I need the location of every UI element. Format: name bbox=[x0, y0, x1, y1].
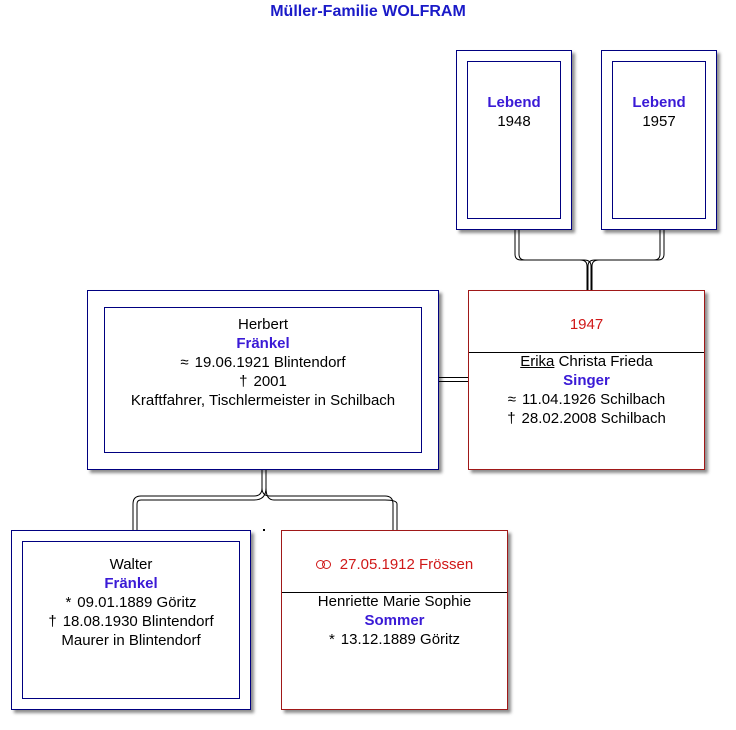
parents-connector bbox=[132, 470, 398, 532]
father-box[interactable]: Herbert Fränkel ≈19.06.1921 Blintendorf … bbox=[87, 290, 439, 470]
grandmother-surname: Sommer bbox=[364, 612, 425, 629]
mother-marriage-year: 1947 bbox=[569, 316, 604, 333]
child-status: Lebend bbox=[487, 94, 541, 111]
grandmother-given-names: Henriette Marie Sophie bbox=[317, 593, 472, 610]
child-box-inner bbox=[467, 61, 561, 219]
death-icon: † bbox=[507, 410, 516, 427]
death-icon: † bbox=[48, 613, 57, 630]
birth-icon: * bbox=[328, 631, 335, 648]
divider bbox=[282, 592, 507, 593]
child-box-1948[interactable]: Lebend 1948 bbox=[456, 50, 572, 230]
marriage-connector-parents bbox=[438, 377, 470, 382]
baptism-icon: ≈ bbox=[180, 354, 189, 371]
child-box-inner bbox=[612, 61, 706, 219]
father-given-name: Herbert bbox=[237, 316, 289, 333]
children-connector bbox=[514, 230, 665, 292]
grandmother-marriage: 27.05.1912 Frössen bbox=[282, 555, 507, 574]
grandmother-birth: *13.12.1889 Göritz bbox=[328, 631, 461, 648]
divider bbox=[469, 352, 704, 353]
child-year: 1948 bbox=[497, 113, 531, 130]
mother-box[interactable]: 1947 Erika Christa Frieda Singer ≈11.04.… bbox=[468, 290, 705, 470]
father-death: †2001 bbox=[239, 373, 287, 390]
father-box-inner bbox=[104, 307, 422, 453]
child-year: 1957 bbox=[642, 113, 676, 130]
grandfather-box[interactable]: Walter Fränkel *09.01.1889 Göritz †18.08… bbox=[11, 530, 251, 710]
grandfather-death: †18.08.1930 Blintendorf bbox=[48, 613, 214, 630]
grandmother-box[interactable]: 27.05.1912 Frössen Henriette Marie Sophi… bbox=[281, 530, 508, 710]
grandfather-surname: Fränkel bbox=[104, 575, 158, 592]
death-icon: † bbox=[239, 373, 248, 390]
birth-icon: * bbox=[65, 594, 72, 611]
grandfather-birth: *09.01.1889 Göritz bbox=[65, 594, 197, 611]
marker-dot bbox=[263, 529, 265, 531]
father-occupation: Kraftfahrer, Tischlermeister in Schilbac… bbox=[130, 392, 396, 409]
baptism-icon: ≈ bbox=[507, 391, 517, 408]
grandfather-box-inner bbox=[22, 541, 240, 699]
child-box-1957[interactable]: Lebend 1957 bbox=[601, 50, 717, 230]
mother-baptism: ≈11.04.1926 Schilbach bbox=[507, 391, 666, 408]
mother-given-names: Erika Christa Frieda bbox=[520, 353, 653, 370]
grandfather-given-name: Walter bbox=[109, 556, 153, 573]
mother-surname: Singer bbox=[563, 372, 610, 389]
mother-death: †28.02.2008 Schilbach bbox=[507, 410, 666, 427]
father-surname: Fränkel bbox=[236, 335, 290, 352]
marriage-rings-icon bbox=[315, 560, 332, 570]
father-baptism: ≈19.06.1921 Blintendorf bbox=[180, 354, 346, 371]
grandfather-occupation: Maurer in Blintendorf bbox=[61, 632, 201, 649]
child-status: Lebend bbox=[632, 94, 686, 111]
page-title: Müller-Familie WOLFRAM bbox=[270, 3, 466, 20]
